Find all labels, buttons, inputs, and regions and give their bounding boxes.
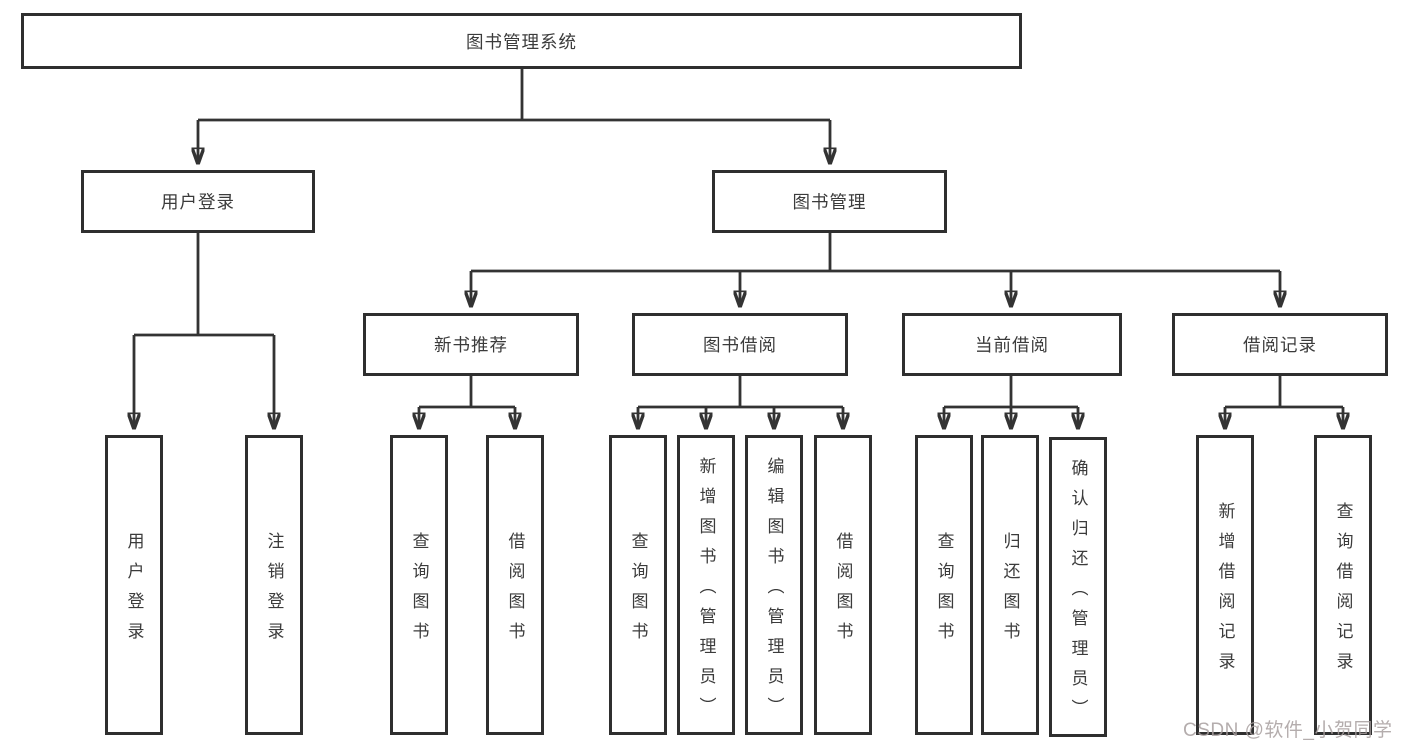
- node-leaf-logout: 注销登录: [245, 435, 303, 735]
- node-leaf-query-borrow-record-label: 查询借阅记录: [1333, 501, 1353, 682]
- node-leaf-query-book-3-label: 查询图书: [934, 531, 954, 652]
- node-root-label: 图书管理系统: [466, 31, 577, 52]
- node-leaf-query-book-2-label: 查询图书: [628, 531, 648, 652]
- node-leaf-borrow-book-2: 借阅图书: [814, 435, 872, 735]
- node-root: 图书管理系统: [21, 13, 1022, 69]
- node-book-borrow-label: 图书借阅: [703, 335, 777, 355]
- connector-user-login-branch: [134, 233, 274, 427]
- connector-book-mgmt-branch: [471, 233, 1280, 305]
- node-leaf-add-book-admin: 新增图书（管理员）: [677, 435, 735, 735]
- node-leaf-confirm-return-admin: 确认归还（管理员）: [1049, 437, 1107, 737]
- node-leaf-add-borrow-record: 新增借阅记录: [1196, 435, 1254, 735]
- node-leaf-borrow-book-2-label: 借阅图书: [833, 531, 853, 652]
- csdn-watermark: CSDN @软件_小贺同学: [1183, 720, 1393, 741]
- node-new-book-recommend-label: 新书推荐: [434, 335, 508, 355]
- node-leaf-user-login-label: 用户登录: [124, 531, 144, 652]
- node-leaf-confirm-return-admin-label: 确认归还（管理员）: [1068, 458, 1088, 729]
- node-leaf-logout-label: 注销登录: [264, 531, 284, 652]
- node-leaf-query-book-2: 查询图书: [609, 435, 667, 735]
- connector-current-borrow-branch: [944, 376, 1078, 427]
- node-current-borrow: 当前借阅: [902, 313, 1122, 376]
- node-book-management-label: 图书管理: [792, 192, 867, 212]
- connector-root-branch: [198, 69, 830, 162]
- node-borrow-record-label: 借阅记录: [1243, 335, 1317, 355]
- node-borrow-record: 借阅记录: [1172, 313, 1388, 376]
- node-leaf-query-book-1-label: 查询图书: [409, 531, 429, 652]
- connector-new-book-branch: [419, 376, 515, 427]
- node-leaf-borrow-book-1-label: 借阅图书: [505, 531, 525, 652]
- node-leaf-query-book-3: 查询图书: [915, 435, 973, 735]
- node-user-login: 用户登录: [81, 170, 315, 233]
- node-leaf-user-login: 用户登录: [105, 435, 163, 735]
- node-user-login-label: 用户登录: [161, 192, 235, 212]
- node-leaf-add-borrow-record-label: 新增借阅记录: [1215, 501, 1235, 682]
- node-leaf-query-book-1: 查询图书: [390, 435, 448, 735]
- node-leaf-query-borrow-record: 查询借阅记录: [1314, 435, 1372, 735]
- node-leaf-edit-book-admin: 编辑图书（管理员）: [745, 435, 803, 735]
- node-leaf-add-book-admin-label: 新增图书（管理员）: [696, 456, 716, 727]
- node-book-borrow: 图书借阅: [632, 313, 848, 376]
- node-leaf-borrow-book-1: 借阅图书: [486, 435, 544, 735]
- node-leaf-return-book-label: 归还图书: [1000, 531, 1020, 652]
- connector-book-borrow-branch: [638, 376, 843, 427]
- node-leaf-edit-book-admin-label: 编辑图书（管理员）: [764, 456, 784, 727]
- node-current-borrow-label: 当前借阅: [975, 335, 1049, 355]
- node-leaf-return-book: 归还图书: [981, 435, 1039, 735]
- node-book-management: 图书管理: [712, 170, 947, 233]
- node-new-book-recommend: 新书推荐: [363, 313, 579, 376]
- connector-borrow-record-branch: [1225, 376, 1343, 427]
